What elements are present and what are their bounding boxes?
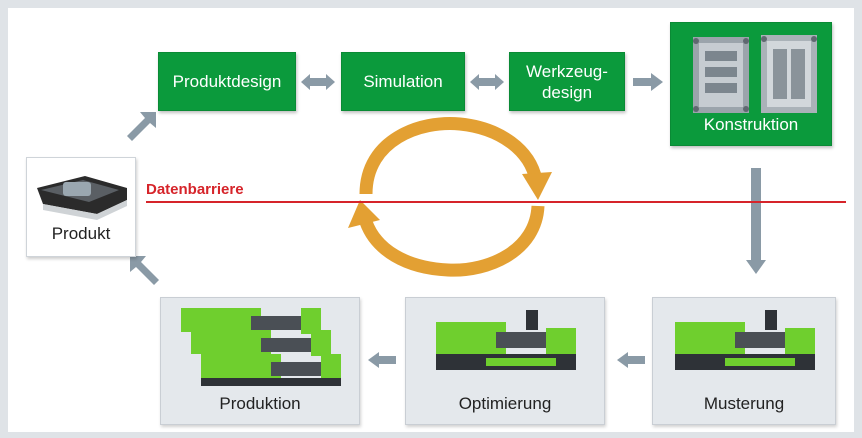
left-arrow-icon <box>617 352 645 368</box>
up-left-arrow-icon <box>130 256 159 285</box>
werkzeugdesign-box: Werkzeug- design <box>509 52 625 111</box>
produktion-label: Produktion <box>219 394 301 413</box>
produkt-box: Produkt <box>26 157 136 257</box>
werkzeugdesign-label: Werkzeug- design <box>526 61 608 102</box>
optimierung-box: Optimierung <box>405 297 605 425</box>
machine-image <box>181 308 341 386</box>
up-right-arrow-icon <box>127 112 156 141</box>
double-arrow-icon <box>301 74 335 90</box>
produktdesign-box: Produktdesign <box>158 52 296 111</box>
konstruktion-box: Konstruktion <box>670 22 832 146</box>
machine-image <box>675 310 815 370</box>
konstruktion-label: Konstruktion <box>703 115 799 134</box>
produkt-label: Produkt <box>51 224 111 243</box>
machine-image <box>436 310 576 370</box>
produktdesign-label: Produktdesign <box>172 72 282 91</box>
right-arrow-icon <box>633 73 663 91</box>
musterung-box: Musterung <box>652 297 836 425</box>
musterung-label: Musterung <box>703 394 785 413</box>
data-barrier-label: Datenbarriere <box>146 181 244 198</box>
optimierung-label: Optimierung <box>458 394 552 413</box>
left-arrow-icon <box>368 352 396 368</box>
down-arrow-icon <box>746 168 766 274</box>
simulation-label: Simulation <box>363 72 443 91</box>
mold-image <box>693 35 817 113</box>
cycle-arrows-icon <box>348 117 552 277</box>
produktion-box: Produktion <box>160 297 360 425</box>
simulation-box: Simulation <box>341 52 465 111</box>
double-arrow-icon <box>470 74 504 90</box>
data-barrier-line <box>146 201 846 203</box>
product-image <box>37 176 127 220</box>
